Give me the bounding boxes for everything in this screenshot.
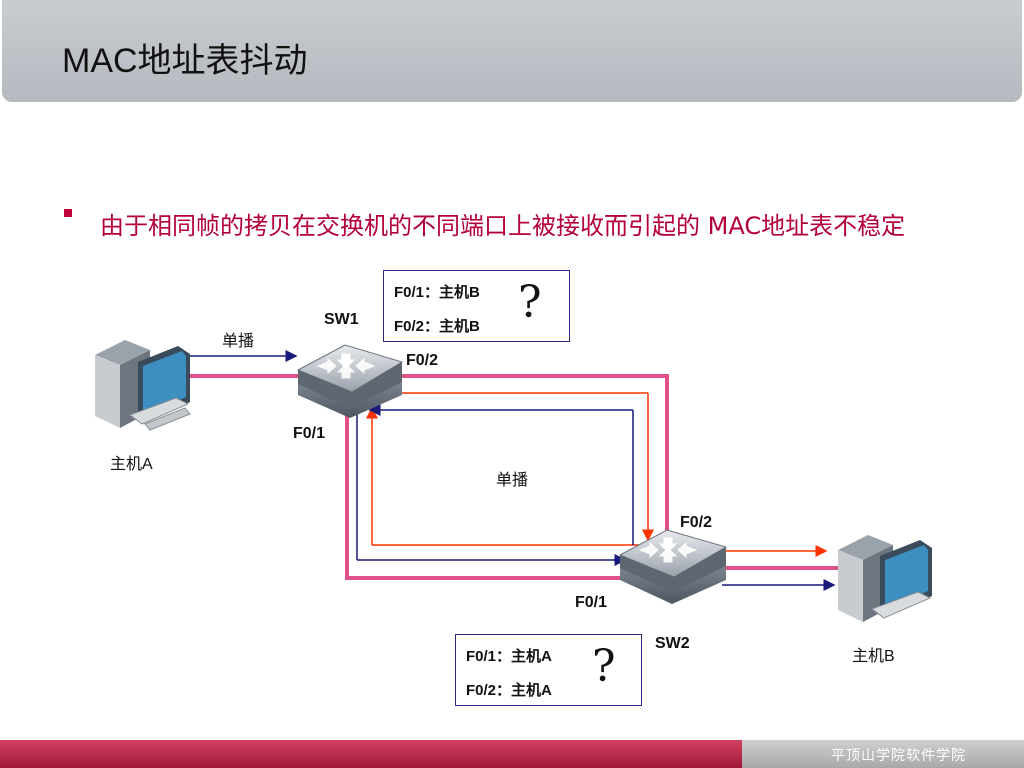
footer-bar-gray <box>742 740 1024 768</box>
question-mark-icon: ? <box>518 277 542 328</box>
footer-institution: 平顶山学院软件学院 <box>831 748 966 764</box>
bullet-marker <box>64 209 72 217</box>
switch-sw1-icon <box>296 344 404 418</box>
sw1-mac-row-1: F0/1：主机B <box>394 284 480 301</box>
sw2-f01-label: F0/1 <box>575 594 608 611</box>
sw1-f01-label: F0/1 <box>293 425 326 442</box>
page-title: MAC地址表抖动 <box>62 42 308 80</box>
host-a-computer-icon <box>95 340 191 431</box>
sw1-mac-table: F0/1：主机B F0/2：主机B ? <box>383 270 570 342</box>
sw2-mac-row-2: F0/2：主机A <box>466 682 552 699</box>
sw1-f02-label: F0/2 <box>406 352 439 369</box>
footer-bar-red <box>0 740 742 768</box>
sw2-mac-row-1: F0/1：主机A <box>466 648 552 665</box>
switch-sw2-icon <box>618 529 728 604</box>
unicast-label-middle: 单播 <box>496 472 529 489</box>
question-mark-icon: ? <box>592 641 616 692</box>
bullet-text: 由于相同帧的拷贝在交换机的不同端口上被接收而引起的 MAC地址表不稳定 <box>100 212 906 240</box>
sw2-mac-table: F0/1：主机A F0/2：主机A ? <box>455 634 642 706</box>
host-a-label: 主机A <box>110 456 153 473</box>
sw2-label: SW2 <box>655 635 690 652</box>
unicast-label-top: 单播 <box>222 333 255 350</box>
orange-loop-arrows <box>366 392 828 557</box>
sw1-label: SW1 <box>324 311 359 328</box>
host-b-label: 主机B <box>852 648 895 665</box>
navy-loop-arrows <box>190 350 836 591</box>
host-b-computer-icon <box>838 535 932 622</box>
sw1-mac-row-2: F0/2：主机B <box>394 318 480 335</box>
sw2-f02-label: F0/2 <box>680 514 713 531</box>
title-bar <box>2 0 1022 102</box>
